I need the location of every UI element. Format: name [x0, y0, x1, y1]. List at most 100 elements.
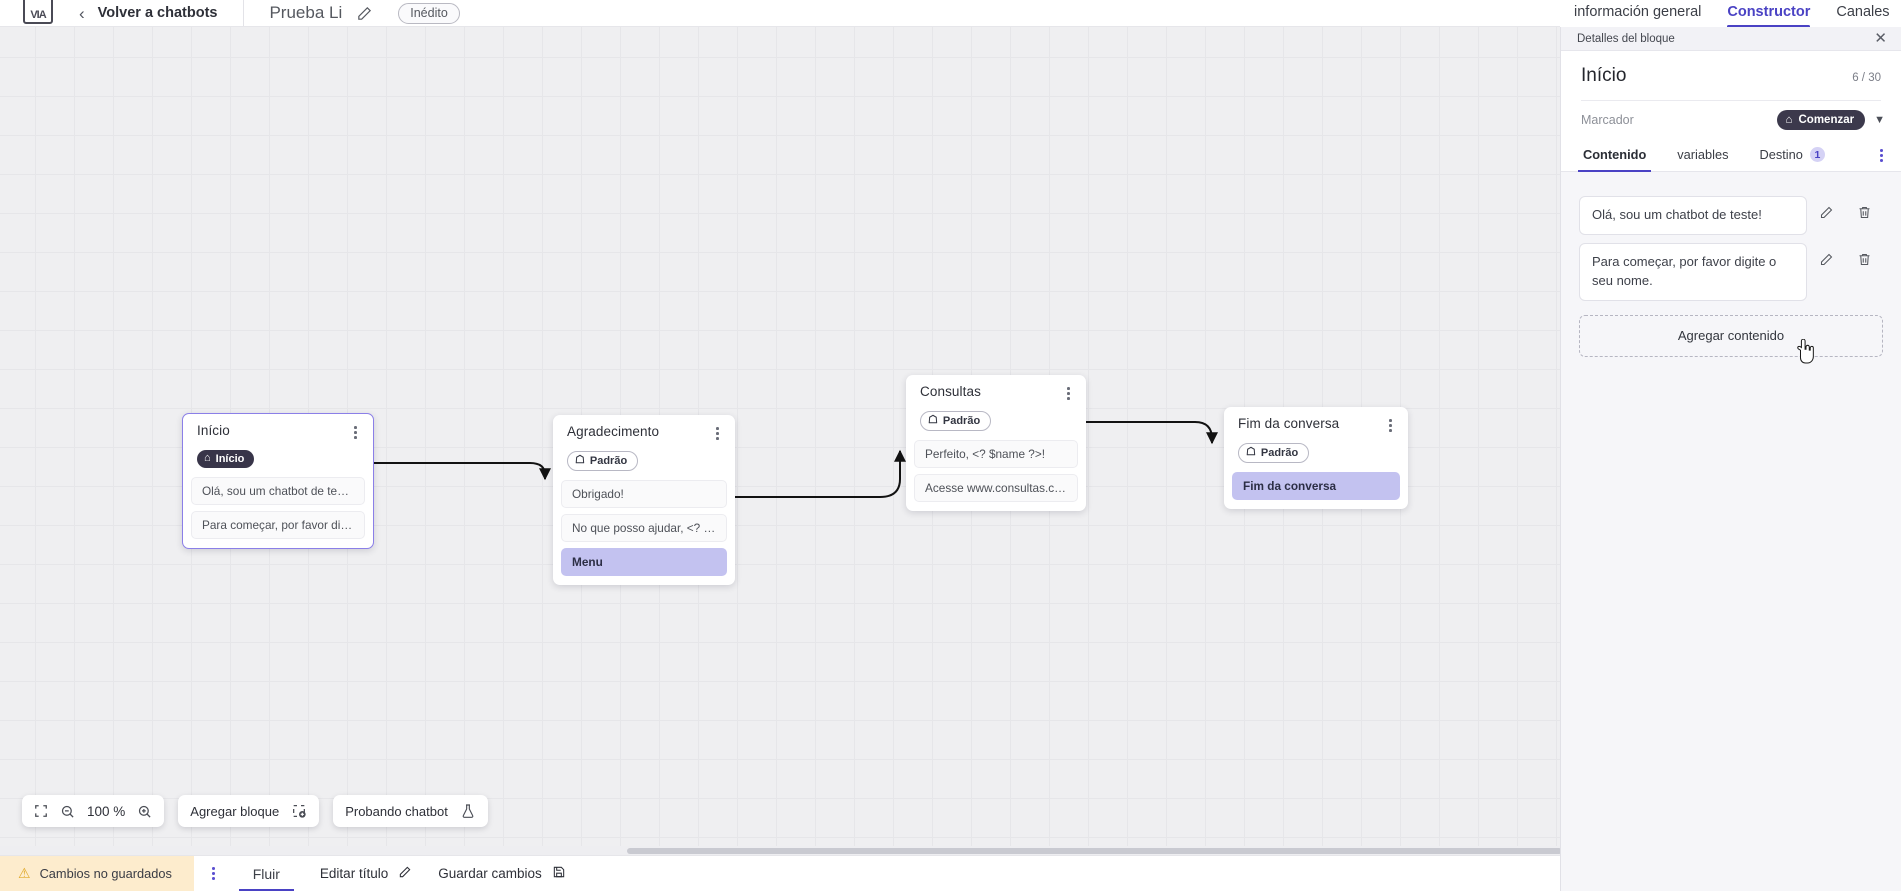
add-block-label: Agregar bloque	[190, 803, 280, 819]
node-messages: Perfeito, <? $name ?>! Acesse www.consul…	[906, 439, 1086, 502]
tab-contenido[interactable]: Contenido	[1577, 140, 1652, 172]
home-icon: ⌂	[1785, 114, 1793, 126]
app-logo[interactable]: VIA	[23, 0, 53, 24]
tab-fluir[interactable]: Fluir	[238, 856, 295, 891]
node-message[interactable]: Acesse www.consultas.com par...	[914, 473, 1078, 502]
node-menu-icon[interactable]	[1064, 384, 1073, 403]
divider	[243, 0, 245, 26]
test-chatbot-button[interactable]: Probando chatbot	[333, 795, 488, 827]
panel-top-card: Início 6 / 30 Marcador ⌂ Comenzar ▼ Cont…	[1561, 51, 1901, 172]
flow-node-inicio[interactable]: Início ⌂ Início Olá, sou um chatbot de t…	[182, 413, 374, 549]
unsaved-changes-indicator: ⚠ Cambios no guardados	[0, 855, 194, 891]
tab-destino[interactable]: Destino 1	[1757, 140, 1826, 171]
panel-header-title: Detalles del bloque	[1577, 32, 1675, 45]
panel-header-bar: Detalles del bloque ✕	[1561, 27, 1901, 51]
node-message[interactable]: Obrigado!	[561, 479, 727, 508]
panel-block-count: 6 / 30	[1852, 72, 1881, 84]
tab-destino-label: Destino	[1759, 147, 1803, 162]
content-text[interactable]: Para começar, por favor digite o seu nom…	[1579, 242, 1807, 301]
bottom-status-bar: ⚠ Cambios no guardados Fluir Editar títu…	[0, 855, 1561, 891]
node-message[interactable]: Olá, sou um chatbot de teste!	[191, 476, 365, 505]
panel-tabs-menu-icon[interactable]	[1878, 143, 1885, 168]
zoom-out-icon[interactable]	[60, 804, 75, 819]
node-message-menu[interactable]: Menu	[561, 547, 727, 576]
marker-badge-label: Comenzar	[1798, 114, 1855, 126]
horizontal-scrollbar[interactable]	[0, 846, 1561, 855]
chevron-down-icon[interactable]: ▼	[1874, 114, 1885, 126]
zoom-level: 100 %	[87, 803, 126, 819]
tab-variables[interactable]: variables	[1675, 140, 1730, 171]
divider	[1581, 100, 1881, 101]
flow-node-agradecimento[interactable]: Agradecimento ☖ Padrão Obrigado! No que …	[553, 415, 735, 585]
scrollbar-thumb[interactable]	[627, 847, 1561, 854]
flow-node-consultas[interactable]: Consultas ☖ Padrão Perfeito, <? $name ?>…	[906, 375, 1086, 511]
logo-text: VIA	[30, 9, 46, 21]
delete-trash-icon[interactable]	[1845, 243, 1883, 267]
node-message[interactable]: No que posso ajudar, <? $name ...	[561, 513, 727, 542]
edit-pencil-icon[interactable]	[356, 5, 373, 22]
unsaved-changes-label: Cambios no guardados	[39, 866, 172, 881]
edit-pencil-icon	[398, 865, 412, 882]
marker-control[interactable]: ⌂ Comenzar ▼	[1776, 110, 1885, 130]
tab-variables-label: variables	[1677, 147, 1729, 162]
statusbar-menu-icon[interactable]	[211, 866, 215, 881]
node-header: Consultas	[906, 384, 1086, 403]
node-messages: Obrigado! No que posso ajudar, <? $name …	[553, 479, 735, 576]
node-menu-icon[interactable]	[351, 423, 360, 442]
save-disk-icon	[552, 865, 566, 882]
add-content-button[interactable]: Agregar contenido	[1579, 314, 1883, 357]
node-message[interactable]: Perfeito, <? $name ?>!	[914, 439, 1078, 468]
node-menu-icon[interactable]	[1386, 416, 1395, 435]
tab-constructor[interactable]: Constructor	[1727, 4, 1810, 27]
marker-row: Marcador ⌂ Comenzar ▼	[1561, 101, 1901, 140]
node-badge-default: ☖ Padrão	[567, 450, 639, 471]
node-menu-icon[interactable]	[713, 424, 722, 443]
node-title: Consultas	[920, 384, 981, 399]
status-badge: Inédito	[398, 2, 460, 24]
add-block-button[interactable]: Agregar bloque	[178, 795, 320, 827]
zoom-in-icon[interactable]	[137, 804, 152, 819]
flow-canvas[interactable]: Início ⌂ Início Olá, sou um chatbot de t…	[0, 27, 1561, 855]
close-icon[interactable]: ✕	[1874, 30, 1887, 47]
add-block-icon	[291, 803, 307, 819]
delete-trash-icon[interactable]	[1845, 196, 1883, 220]
back-to-chatbots-link[interactable]: Volver a chatbots	[97, 5, 218, 21]
edit-pencil-icon[interactable]	[1807, 243, 1845, 267]
save-changes-button[interactable]: Guardar cambios	[438, 865, 566, 882]
canvas-toolbar: 100 % Agregar bloque Pro	[22, 795, 488, 827]
node-badge-default: ☖ Padrão	[920, 410, 992, 431]
panel-title-row: Início 6 / 30	[1561, 51, 1901, 87]
page-title: Prueba Li	[269, 3, 343, 22]
edit-title-label: Editar título	[319, 866, 389, 881]
tag-icon: ☖	[1246, 446, 1256, 459]
content-item: Para começar, por favor digite o seu nom…	[1579, 242, 1883, 301]
node-header: Início	[183, 423, 373, 442]
node-badge-label: Padrão	[942, 414, 981, 427]
node-header: Fim da conversa	[1224, 416, 1408, 435]
flow-node-fim-da-conversa[interactable]: Fim da conversa ☖ Padrão Fim da conversa	[1224, 407, 1408, 509]
node-message[interactable]: Fim da conversa	[1232, 471, 1400, 500]
tab-informacion-general[interactable]: información general	[1574, 3, 1702, 20]
content-item: Olá, sou um chatbot de teste!	[1579, 196, 1883, 235]
edit-pencil-icon[interactable]	[1807, 196, 1845, 220]
node-messages: Fim da conversa	[1224, 471, 1408, 500]
content-text[interactable]: Olá, sou um chatbot de teste!	[1579, 196, 1807, 235]
node-badge-start: ⌂ Início	[197, 449, 255, 468]
marker-badge[interactable]: ⌂ Comenzar	[1776, 110, 1866, 130]
block-details-panel: Detalles del bloque ✕ Início 6 / 30 Marc…	[1560, 27, 1901, 891]
edit-title-button[interactable]: Editar título	[320, 865, 412, 882]
flask-icon	[460, 803, 476, 819]
node-message[interactable]: Para começar, por favor digite o ...	[191, 510, 365, 539]
fit-screen-icon[interactable]	[34, 804, 48, 818]
node-badge-default: ☖ Padrão	[1238, 442, 1310, 463]
back-chevron-icon[interactable]: ‹	[79, 3, 85, 23]
panel-top-tabs: información general Constructor Canales	[1560, 0, 1901, 27]
warning-icon: ⚠	[18, 865, 31, 881]
node-title: Fim da conversa	[1238, 416, 1340, 431]
node-title: Agradecimento	[567, 424, 660, 439]
tab-canales[interactable]: Canales	[1836, 3, 1890, 20]
destino-count-badge: 1	[1809, 147, 1825, 162]
node-badge-label: Início	[215, 452, 245, 465]
node-header: Agradecimento	[553, 424, 735, 443]
